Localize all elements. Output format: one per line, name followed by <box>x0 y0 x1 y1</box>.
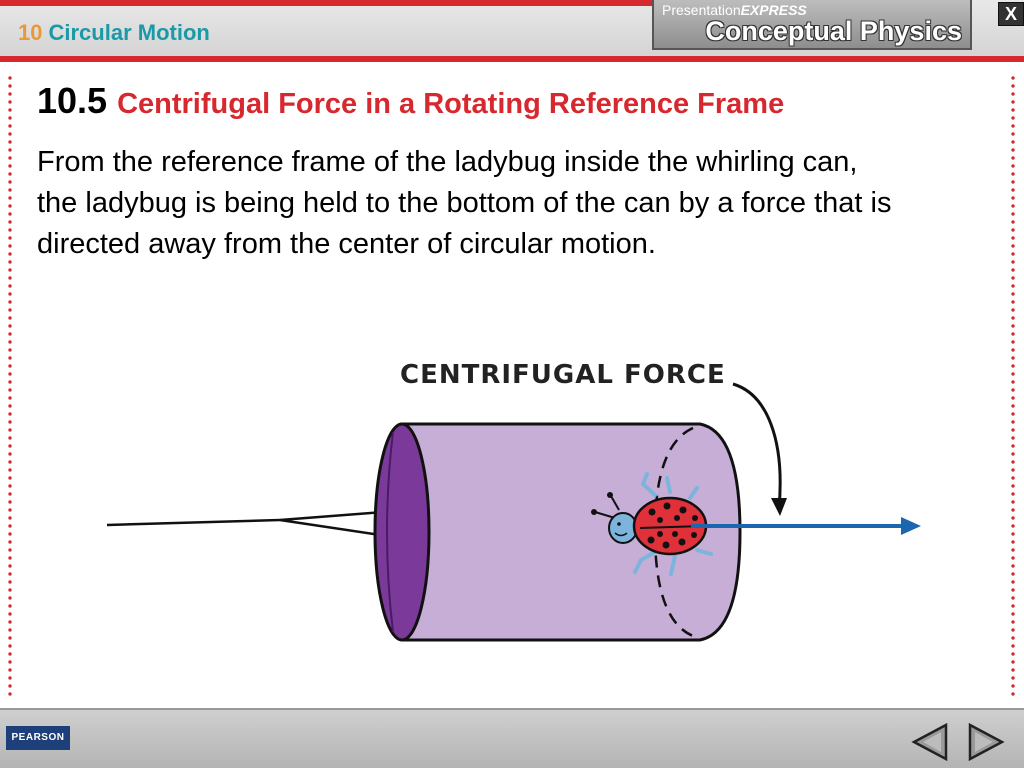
label-pointer-arrow <box>732 382 782 509</box>
label-pointer-arrowhead <box>771 498 787 516</box>
body-text: From the reference frame of the ladybug … <box>37 146 892 260</box>
next-slide-button[interactable] <box>966 722 1006 762</box>
section-number: 10.5 <box>37 80 108 121</box>
header-bottom-accent <box>0 56 1024 62</box>
chapter-number: 10 <box>18 20 43 45</box>
triangle-right-icon <box>968 722 1005 762</box>
brand-logo: PresentationEXPRESS Conceptual Physics <box>652 0 972 50</box>
triangle-left-icon <box>911 722 948 762</box>
diagram-label: CENTRIFUGAL FORCE <box>400 360 726 390</box>
right-dotted-border <box>1011 74 1015 698</box>
can-body <box>400 422 742 642</box>
close-button[interactable]: X <box>998 2 1024 26</box>
can-opening-shading <box>386 431 394 633</box>
string-main <box>106 518 281 527</box>
brand-suffix: EXPRESS <box>740 2 807 18</box>
chapter-name: Circular Motion <box>48 20 210 45</box>
can-bottom-dashed <box>653 426 694 638</box>
footer-bar: PEARSON <box>0 708 1024 768</box>
pearson-logo: PEARSON <box>6 726 70 750</box>
header-top-accent <box>0 0 660 6</box>
centrifugal-force-arrowhead <box>901 517 921 535</box>
left-dotted-border <box>8 74 12 698</box>
ladybug <box>591 472 713 576</box>
string-upper <box>279 510 384 522</box>
section-name: Centrifugal Force in a Rotating Referenc… <box>117 88 785 120</box>
can-opening <box>373 422 431 642</box>
ladybug-head <box>608 512 638 544</box>
slide-title: 10.5 Centrifugal Force in a Rotating Refe… <box>37 80 784 122</box>
brand-title: Conceptual Physics <box>705 16 962 46</box>
centrifugal-force-diagram: CENTRIFUGAL FORCE <box>106 360 921 642</box>
brand-prefix: Presentation <box>662 2 741 18</box>
previous-slide-button[interactable] <box>910 722 950 762</box>
brand-subtitle: PresentationEXPRESS <box>662 2 807 18</box>
